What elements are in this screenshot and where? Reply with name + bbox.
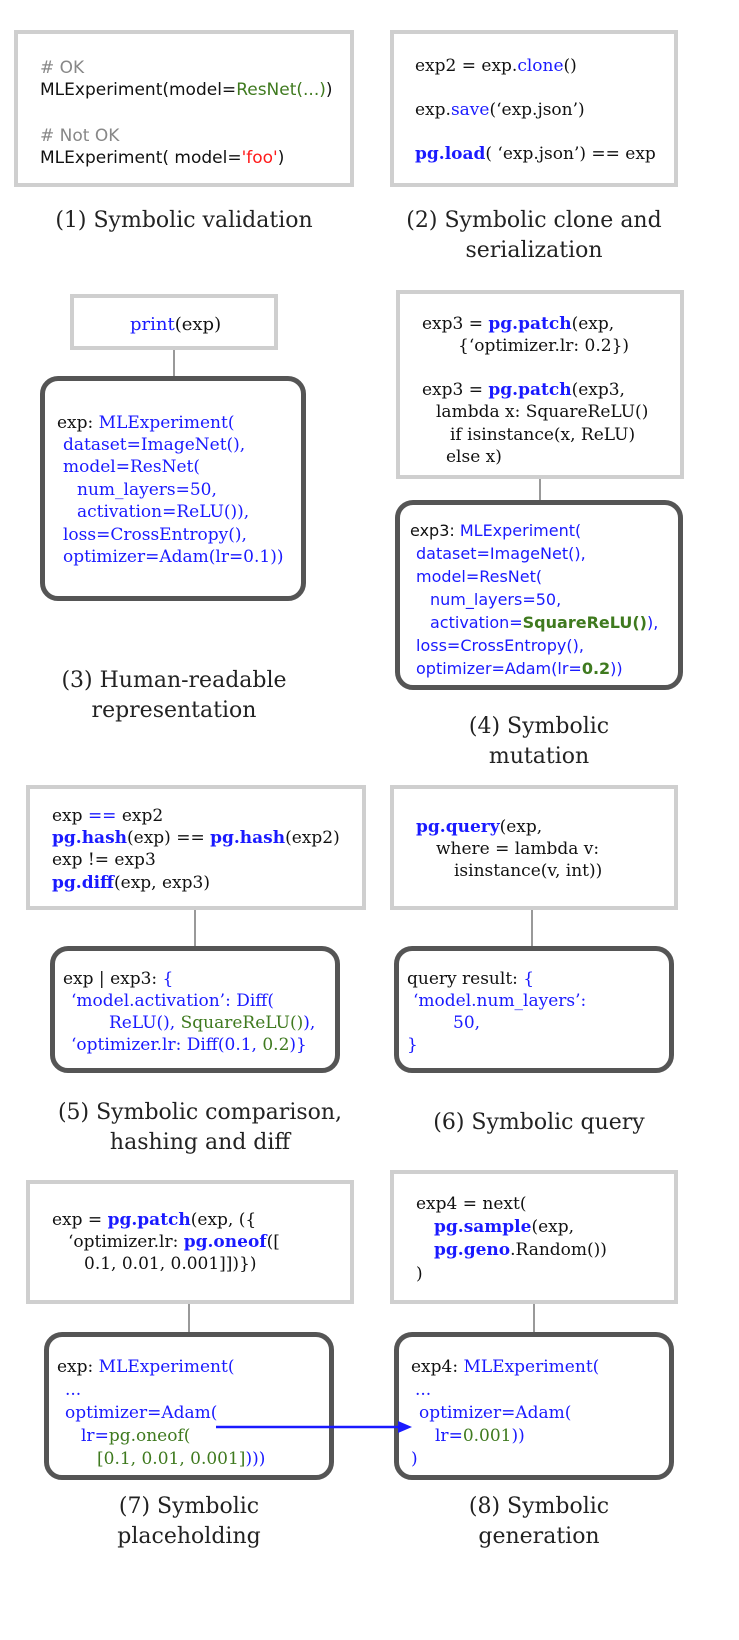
code-line: pg.hash(exp) == pg.hash(exp2) xyxy=(52,828,340,848)
code-line: exp: MLExperiment( xyxy=(57,1357,235,1377)
code-line: ReLU(), SquareReLU()), xyxy=(109,1013,316,1033)
panel-caption: (1) Symbolic validation xyxy=(55,208,313,233)
panel-caption: (6) Symbolic query xyxy=(433,1110,645,1135)
code-line: [0.1, 0.01, 0.001]))) xyxy=(97,1449,266,1469)
code-line: exp != exp3 xyxy=(52,850,156,870)
code-line: optimizer=Adam( xyxy=(419,1403,572,1423)
diff-output-box: exp | exp3: { ‘model.activation’: Diff( … xyxy=(50,946,340,1073)
code-line: dataset=ImageNet(), xyxy=(416,544,586,563)
code-line: pg.diff(exp, exp3) xyxy=(52,873,210,893)
code-line: exp.save(‘exp.json’) xyxy=(415,100,585,120)
mutated-output-box: exp3: MLExperiment( dataset=ImageNet(), … xyxy=(395,500,683,690)
connector-line xyxy=(173,350,175,378)
code-line: 0.1, 0.01, 0.001]])}) xyxy=(84,1254,257,1274)
code-line: ... xyxy=(415,1380,432,1400)
code-line: exp2 = exp.clone() xyxy=(415,56,577,76)
code-line: exp3 = pg.patch(exp3, xyxy=(422,380,625,400)
code-line: model=ResNet( xyxy=(63,457,200,477)
code-line: MLExperiment(model=ResNet(...)) xyxy=(40,80,333,100)
code-line: activation=ReLU()), xyxy=(77,502,250,522)
code-line: ) xyxy=(411,1449,418,1469)
code-line: ... xyxy=(65,1380,82,1400)
connector-line xyxy=(531,910,533,948)
code-line: ‘model.activation’: Diff( xyxy=(71,991,274,1011)
code-line: # OK xyxy=(40,58,85,78)
code-line: MLExperiment( model='foo') xyxy=(40,148,285,168)
placeholding-code-box: exp = pg.patch(exp, ({ ‘optimizer.lr: pg… xyxy=(26,1180,354,1304)
connector-line xyxy=(194,910,196,948)
validation-code-box: # OK MLExperiment(model=ResNet(...)) # N… xyxy=(14,30,354,187)
code-line: exp4 = next( xyxy=(416,1194,527,1214)
code-line: pg.geno.Random()) xyxy=(434,1240,607,1260)
print-code-box: print(exp) xyxy=(70,294,278,350)
code-line: exp4: MLExperiment( xyxy=(411,1357,600,1377)
code-line: query result: { xyxy=(407,969,535,989)
code-line: exp == exp2 xyxy=(52,806,164,826)
patch-code-box: exp3 = pg.patch(exp, {‘optimizer.lr: 0.2… xyxy=(396,290,684,479)
code-line: ‘optimizer.lr: Diff(0.1, 0.2)} xyxy=(71,1035,307,1055)
panel-caption: (5) Symbolic comparison,hashing and diff xyxy=(57,1100,343,1155)
code-line: loss=CrossEntropy(), xyxy=(416,636,584,655)
code-line: ‘optimizer.lr: pg.oneof([ xyxy=(68,1232,280,1252)
code-line: pg.query(exp, xyxy=(416,817,543,837)
code-line: {‘optimizer.lr: 0.2}) xyxy=(458,336,630,356)
code-line: ‘model.num_layers’: xyxy=(413,991,587,1011)
code-line: 50, xyxy=(453,1013,481,1033)
code-line: num_layers=50, xyxy=(77,480,217,500)
code-line: if isinstance(x, ReLU) xyxy=(450,425,636,445)
query-output-box: query result: { ‘model.num_layers’: 50, … xyxy=(394,946,674,1073)
code-line: isinstance(v, int)) xyxy=(454,861,603,881)
compare-code-box: exp == exp2 pg.hash(exp) == pg.hash(exp2… xyxy=(26,785,366,910)
query-code-box: pg.query(exp, where = lambda v: isinstan… xyxy=(390,785,678,910)
code-line: pg.sample(exp, xyxy=(434,1217,575,1237)
code-line: pg.load( ‘exp.json’) == exp xyxy=(415,144,656,164)
generation-code-box: exp4 = next( pg.sample(exp, pg.geno.Rand… xyxy=(390,1170,678,1304)
code-line: ) xyxy=(416,1264,423,1284)
repr-output-box: exp: MLExperiment( dataset=ImageNet(), m… xyxy=(40,376,306,601)
connector-line xyxy=(188,1304,190,1334)
code-line: activation=SquareReLU()), xyxy=(430,613,659,632)
code-line: exp | exp3: { xyxy=(63,969,174,989)
code-line: lr=0.001)) xyxy=(435,1426,525,1446)
code-line: lr=pg.oneof( xyxy=(81,1426,191,1446)
code-line: else x) xyxy=(446,447,502,467)
code-line: optimizer=Adam(lr=0.1)) xyxy=(63,547,284,567)
code-line: exp = pg.patch(exp, ({ xyxy=(52,1210,257,1230)
code-line: where = lambda v: xyxy=(436,839,600,859)
connector-line xyxy=(539,479,541,501)
placeholder-output-box: exp: MLExperiment( ... optimizer=Adam( l… xyxy=(44,1332,334,1480)
code-line: exp: MLExperiment( xyxy=(57,413,235,433)
code-line: } xyxy=(407,1035,418,1055)
code-line: lambda x: SquareReLU() xyxy=(436,402,649,422)
code-line: optimizer=Adam(lr=0.2)) xyxy=(416,659,623,678)
code-line: num_layers=50, xyxy=(430,590,562,609)
code-line: dataset=ImageNet(), xyxy=(63,435,246,455)
generated-output-box: exp4: MLExperiment( ... optimizer=Adam( … xyxy=(394,1332,674,1480)
code-line: model=ResNet( xyxy=(416,567,543,586)
code-line: exp3: MLExperiment( xyxy=(410,521,582,540)
code-line: optimizer=Adam( xyxy=(65,1403,218,1423)
code-line: # Not OK xyxy=(40,126,120,146)
clone-code-box: exp2 = exp.clone() exp.save(‘exp.json’) … xyxy=(390,30,678,187)
code-line: exp3 = pg.patch(exp, xyxy=(422,314,615,334)
connector-line xyxy=(533,1304,535,1334)
code-line: loss=CrossEntropy(), xyxy=(63,525,247,545)
code-line: print(exp) xyxy=(130,314,222,335)
